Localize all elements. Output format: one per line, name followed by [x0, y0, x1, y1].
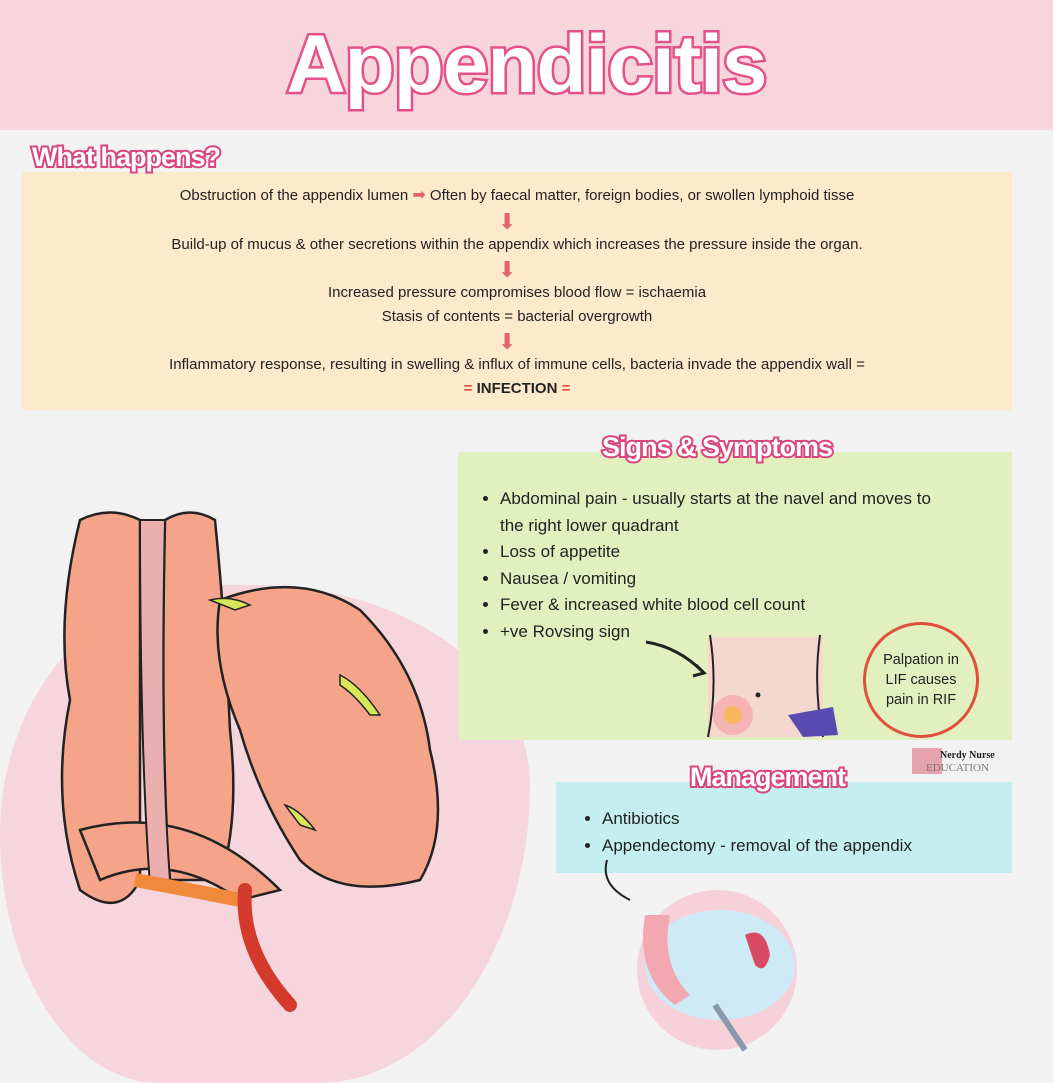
logo-line-2: EDUCATION [926, 762, 989, 774]
appendectomy-illustration [604, 859, 797, 1052]
result-infection: = INFECTION = [32, 379, 1002, 399]
step-3-line-2: Stasis of contents = bacterial overgrowt… [381, 308, 653, 325]
signs-box: Abdominal pain - usually starts at the n… [458, 452, 1012, 740]
logo: Nerdy Nurse EDUCATION [912, 748, 1002, 776]
step-4: Inflammatory response, resulting in swel… [169, 356, 865, 373]
list-item: Appendectomy - removal of the appendix [602, 833, 1000, 860]
infection-label: INFECTION [476, 380, 558, 397]
management-box: Antibiotics Appendectomy - removal of th… [556, 782, 1012, 873]
signs-heading: Signs & Symptoms [600, 430, 835, 464]
list-item: Nausea / vomiting [500, 566, 948, 593]
down-arrow-icon: ⬇ [498, 257, 517, 282]
what-happens-box: Obstruction of the appendix lumen ➡ Ofte… [22, 172, 1012, 410]
step-1-right: Often by faecal matter, foreign bodies, … [429, 187, 855, 204]
burst-left-icon: = [463, 380, 477, 397]
list-item: Abdominal pain - usually starts at the n… [500, 486, 948, 539]
burst-right-icon: = [557, 380, 571, 397]
list-item: +ve Rovsing sign [500, 619, 948, 646]
list-item: Fever & increased white blood cell count [500, 592, 948, 619]
logo-line-1: Nerdy Nurse [940, 750, 995, 761]
list-item: Loss of appetite [500, 539, 948, 566]
what-happens-heading: What happens? [30, 140, 223, 174]
list-item: Antibiotics [602, 806, 1000, 833]
step-2: Build-up of mucus & other secretions wit… [171, 236, 863, 253]
page-title: Appendicitis [284, 17, 770, 113]
header-banner [0, 0, 1053, 130]
abdomen-illustration [645, 634, 838, 738]
management-heading: Management [688, 760, 848, 794]
down-arrow-icon: ⬇ [498, 329, 517, 354]
right-arrow-icon: ➡ [412, 187, 426, 204]
down-arrow-icon: ⬇ [498, 209, 517, 234]
step-1-left: Obstruction of the appendix lumen [179, 187, 409, 204]
step-1: Obstruction of the appendix lumen ➡ Ofte… [32, 186, 1002, 206]
step-3-line-1: Increased pressure compromises blood flo… [327, 284, 707, 301]
management-list: Antibiotics Appendectomy - removal of th… [580, 806, 1000, 859]
logo-book-icon [912, 748, 942, 774]
rovsing-callout: Palpation in LIF causes pain in RIF [863, 622, 979, 738]
intestine-illustration [60, 511, 440, 1012]
signs-list: Abdominal pain - usually starts at the n… [478, 486, 948, 645]
callout-text: Palpation in LIF causes pain in RIF [883, 652, 959, 708]
